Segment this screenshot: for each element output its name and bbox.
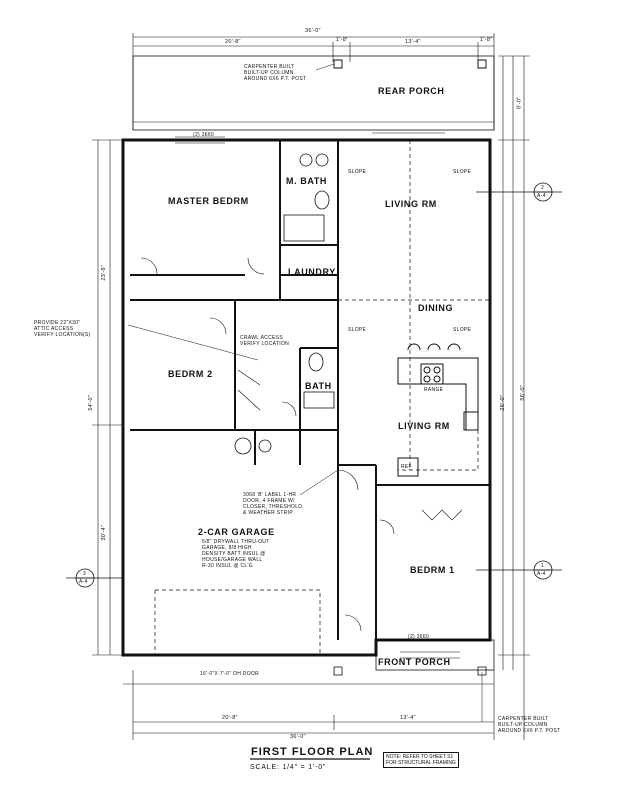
leader-lines [127,63,483,722]
door-swings [140,257,463,632]
section-right-bottom-num: 1 [541,563,545,569]
dim-left-lower: 30'-4" [101,524,108,541]
top-dimension-lines [132,33,495,130]
plan-scale: SCALE: 1/4" = 1'-0" [250,764,327,771]
interior-walls [130,140,490,640]
slope-label-3: SLOPE [348,327,367,333]
room-master-bedrm: MASTER BEDRM [168,196,249,206]
attic-access-note: PROVIDE 22"X30" ATTIC ACCESS VERIFY LOCA… [34,320,91,338]
label-ref: REF [401,464,412,470]
dim-top-right: 13'-4" [405,39,421,45]
right-dimension-lines [498,55,530,740]
windows [175,132,460,659]
crawl-access-note: CRAWL ACCESS VERIFY LOCATION [240,335,290,347]
exterior-walls [121,138,492,657]
dim-bottom-right: 13'-4" [400,715,416,721]
section-right-top-num: 2 [541,185,545,191]
left-dimension-lines [92,139,123,656]
section-left-sheet: A-4 [79,579,88,585]
room-bath: BATH [305,381,332,391]
fire-door-note: 3068 'B' LABEL 1-HR DOOR, 4 FRAME W/ CLO… [243,492,304,516]
dim-right-mid: 28'-0" [500,394,507,411]
room-m-bath: M. BATH [286,176,328,186]
section-markers [66,182,562,588]
section-left-num: 3 [83,571,87,577]
bottom-dimension-lines [123,670,495,740]
rear-porch-outline [132,55,495,131]
room-bedrm-2: BEDRM 2 [168,369,213,379]
label-range: RANGE [424,387,444,393]
section-right-top-sheet: A-4 [537,193,546,199]
window-tag-top: (2) 3660 [193,132,215,138]
room-living-rm-mid: LIVING RM [398,421,450,431]
room-front-porch: FRONT PORCH [378,657,451,667]
carpenter-note-top: CARPENTER BUILT BUILT-UP COLUMN AROUND 6… [244,64,307,82]
dim-top-left: 20'-8" [225,39,241,45]
room-dining: DINING [418,303,454,313]
dim-top-total: 36'-0" [305,28,321,34]
dashed-centerlines [154,140,490,655]
plan-title: FIRST FLOOR PLAN [251,746,374,758]
garage-note: 5/8" DRYWALL THRU-OUT GARAGE, 8/8 HIGH D… [202,539,270,569]
dim-left-upper: 23'-8" [101,264,108,281]
dim-right-total: 56'-0" [520,384,527,401]
bath-fixtures [234,153,335,455]
room-rear-porch: REAR PORCH [378,86,445,96]
dim-bottom-total: 36'-0" [290,734,306,740]
kitchen-counters [397,343,479,477]
room-garage: 2-CAR GARAGE [198,527,275,537]
room-bedrm-1: BEDRM 1 [410,565,455,575]
framing-note: NOTE: REFER TO SHEET S1 FOR STRUCTURAL F… [383,752,459,768]
slope-label-4: SLOPE [453,327,472,333]
window-tag-bottom: (2) 3660 [408,634,430,640]
slope-label-2: SLOPE [453,169,472,175]
dim-bottom-left: 20'-8" [222,715,238,721]
room-living-rm-top: LIVING RM [385,199,437,209]
room-laundry: LAUNDRY [288,267,336,277]
oh-door-label: 16'-0"X 7'-0" OH DOOR [200,671,259,677]
dim-right-top: 8'-0" [516,96,523,109]
dim-top-far-right: 1'-8" [480,37,493,43]
dim-top-mid: 1'-8" [336,37,349,43]
carpenter-note-bottom: CARPENTER BUILT BUILT-UP COLUMN AROUND 6… [498,716,561,734]
dim-left-total: 54'-0" [88,394,95,411]
section-right-bottom-sheet: A-4 [537,571,546,577]
slope-label-1: SLOPE [348,169,367,175]
